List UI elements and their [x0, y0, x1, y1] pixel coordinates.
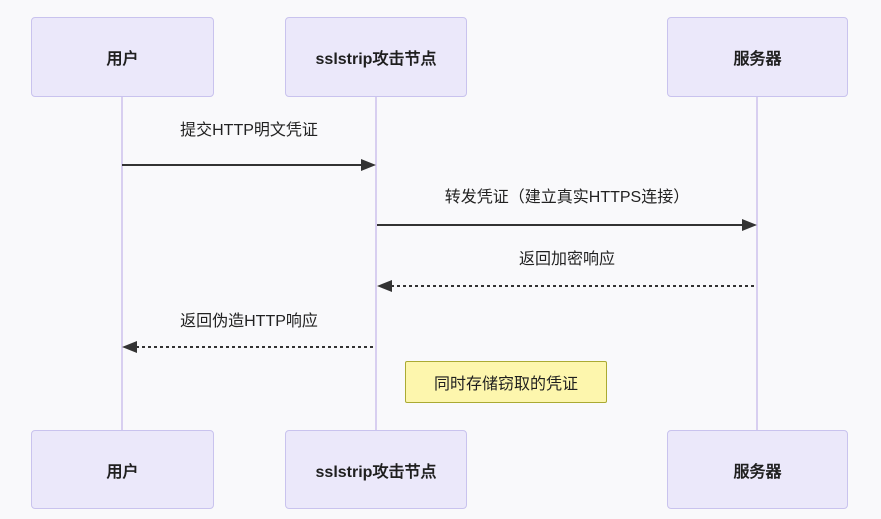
lifeline-attacker [375, 97, 377, 430]
message-label-forward-credentials: 转发凭证（建立真实HTTPS连接） [444, 189, 690, 206]
actor-attacker-label: sslstrip攻击节点 [315, 51, 437, 68]
message-label-return-encrypted-response: 返回加密响应 [518, 251, 615, 268]
actor-server-label: 服务器 [733, 51, 782, 68]
arrowhead-right-icon [361, 159, 376, 171]
note-label: 同时存储窃取的凭证 [433, 376, 578, 393]
lifeline-user [121, 97, 123, 430]
actor-attacker-bottom: sslstrip攻击节点 [285, 430, 467, 509]
actor-user-label: 用户 [106, 463, 139, 481]
arrowhead-left-icon [122, 341, 137, 353]
actor-server-bottom: 服务器 [667, 430, 848, 509]
message-line-1 [122, 164, 363, 166]
lifeline-server [756, 97, 758, 430]
actor-user-label: 用户 [106, 51, 139, 68]
actor-user-bottom: 用户 [31, 430, 214, 509]
actor-server-label: 服务器 [733, 463, 782, 481]
message-line-3 [391, 285, 757, 287]
message-label-return-forged-http-response: 返回伪造HTTP响应 [180, 313, 318, 330]
message-line-4 [136, 346, 376, 348]
arrowhead-left-icon [377, 280, 392, 292]
message-label-submit-http-credentials: 提交HTTP明文凭证 [180, 122, 318, 139]
actor-attacker-label: sslstrip攻击节点 [315, 463, 437, 481]
actor-attacker-top: sslstrip攻击节点 [285, 17, 467, 97]
arrowhead-right-icon [742, 219, 757, 231]
actor-user-top: 用户 [31, 17, 214, 97]
message-line-2 [377, 224, 743, 226]
actor-server-top: 服务器 [667, 17, 848, 97]
note-store-stolen-credentials: 同时存储窃取的凭证 [405, 361, 607, 403]
